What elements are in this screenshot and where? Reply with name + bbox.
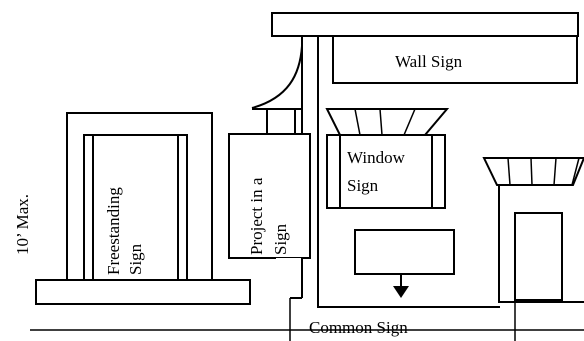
freestanding-sign: Freestanding Sign	[35, 112, 251, 305]
common-sign-panel	[354, 229, 455, 275]
common-sign: Common Sign	[289, 229, 516, 341]
entrance	[482, 157, 584, 303]
entrance-door	[514, 212, 563, 301]
freestanding-label-line2: Sign	[126, 243, 145, 275]
wall-sign: Wall Sign	[332, 35, 578, 84]
roof-cap	[271, 12, 579, 37]
common-sign-label: Common Sign	[309, 318, 408, 337]
projecting-sign: Project in a Sign	[228, 108, 311, 278]
height-limit-label: 10’ Max.	[13, 194, 32, 255]
projecting-label-line2: Sign	[271, 223, 290, 255]
down-arrow-icon	[393, 286, 409, 298]
freestanding-base	[35, 279, 251, 305]
window-awning	[325, 108, 450, 136]
freestanding-label-line1: Freestanding	[104, 187, 123, 275]
projecting-sign-panel	[228, 133, 311, 259]
window-sign-label-line2: Sign	[347, 176, 379, 195]
entrance-canopy	[482, 157, 584, 186]
window-sign-label-line1: Window	[347, 148, 406, 167]
freestanding-panel	[83, 134, 188, 281]
window-frame	[326, 134, 446, 209]
window-sign: Window Sign	[325, 108, 450, 209]
wall-sign-label: Wall Sign	[395, 52, 463, 71]
wall-sign-panel	[332, 35, 578, 84]
projecting-label-line1: Project in a	[247, 177, 266, 255]
